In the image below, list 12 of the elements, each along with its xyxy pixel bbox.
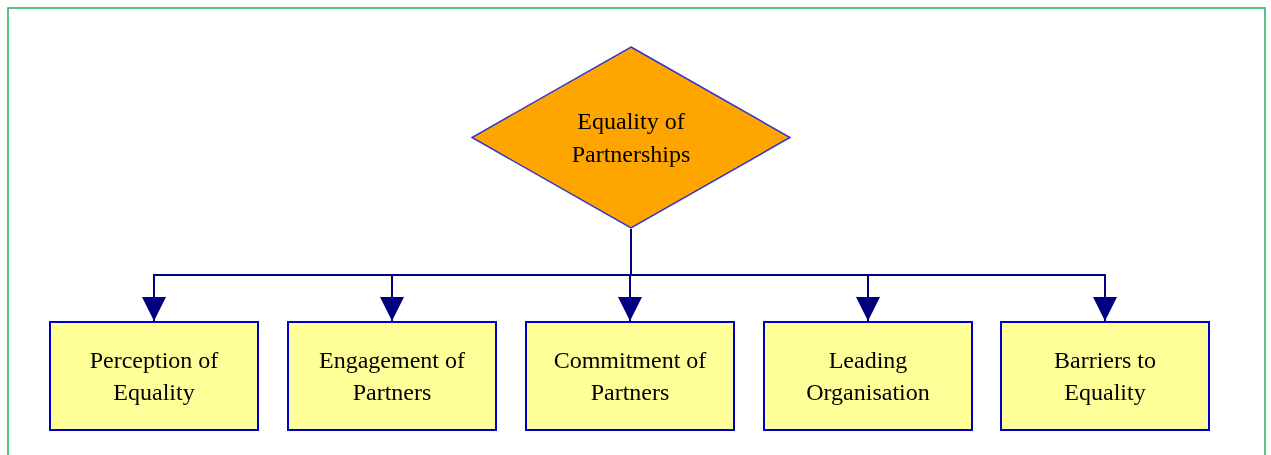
process-box bbox=[525, 321, 735, 431]
node-label: Barriers to Equality bbox=[1053, 345, 1157, 407]
node-label: Engagement of Partners bbox=[318, 345, 466, 407]
decision-diamond bbox=[471, 46, 791, 229]
process-box bbox=[763, 321, 973, 431]
process-box bbox=[49, 321, 259, 431]
process-box bbox=[287, 321, 497, 431]
node-label: Leading Organisation bbox=[805, 345, 931, 407]
process-box bbox=[1000, 321, 1210, 431]
node-label: Commitment of Partners bbox=[552, 345, 708, 407]
node-label: Equality of Partnerships bbox=[570, 107, 692, 169]
node-label: Perception of Equality bbox=[88, 345, 220, 407]
